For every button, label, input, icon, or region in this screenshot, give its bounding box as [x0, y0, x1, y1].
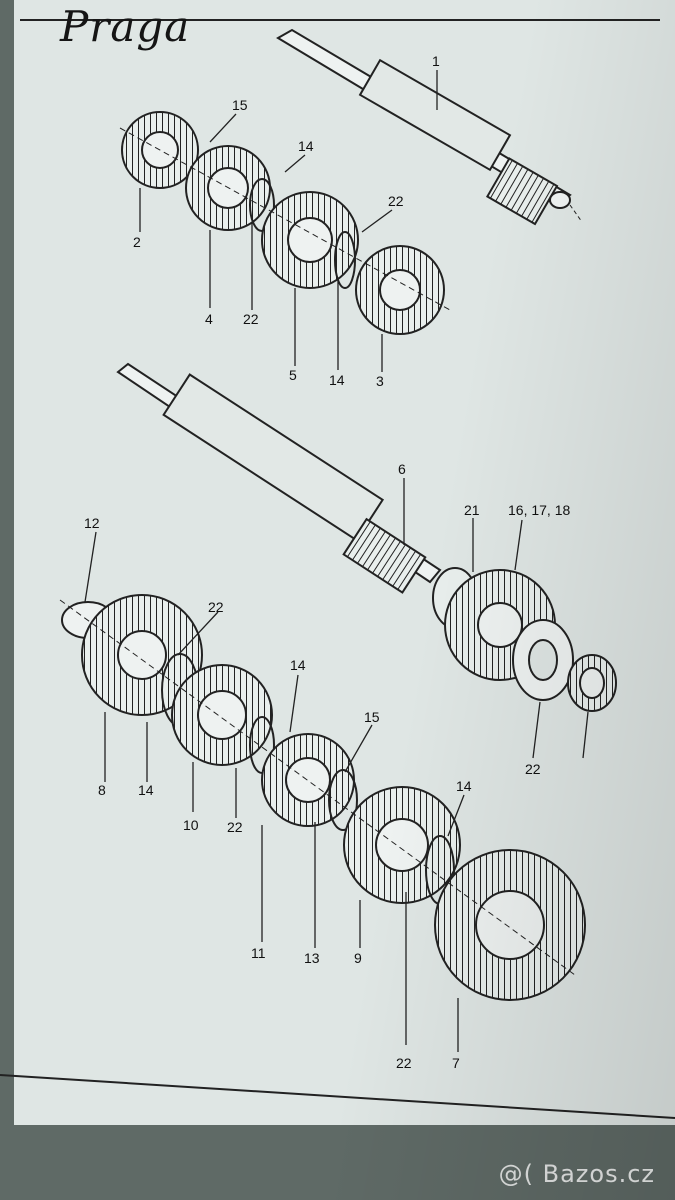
- callout-1: 1: [432, 53, 440, 69]
- callout-7: 7: [452, 1055, 460, 1071]
- callout-19: 21: [464, 502, 480, 518]
- lay-shaft: [116, 362, 442, 594]
- leader-lines: [84, 70, 589, 1052]
- callout-14-lower-c: 14: [456, 778, 472, 794]
- callout-15-upper: 15: [232, 97, 248, 113]
- callout-14-upper-a: 14: [298, 138, 314, 154]
- callout-22-upper-b: 22: [243, 311, 259, 327]
- bottom-frame-line: [0, 1074, 675, 1119]
- callout-12: 12: [84, 515, 100, 531]
- callout-22-lower-a: 22: [208, 599, 224, 615]
- main-shaft: [276, 28, 583, 226]
- callout-14-lower-a: 14: [290, 657, 306, 673]
- callout-3: 3: [376, 373, 384, 389]
- callout-14-lower-b: 14: [138, 782, 154, 798]
- callout-10: 10: [183, 817, 199, 833]
- callout-8: 8: [98, 782, 106, 798]
- callout-14-upper-b: 14: [329, 372, 345, 388]
- callout-20: 22: [525, 761, 541, 777]
- callout-22-upper-a: 22: [388, 193, 404, 209]
- brand-logo: Praga: [60, 2, 191, 51]
- callout-4: 4: [205, 311, 213, 327]
- callout-11: 11: [251, 945, 266, 961]
- callout-15-lower: 15: [364, 709, 380, 725]
- callout-6: 6: [398, 461, 406, 477]
- callout-16-17-18: 16, 17, 18: [508, 502, 570, 518]
- callout-22-lower-b: 22: [227, 819, 243, 835]
- sprocket-group: [432, 567, 617, 712]
- callout-labels: 1 15 14 22 2 4 22 5 14 3 6 21 16, 17, 18…: [84, 53, 570, 1071]
- callout-5: 5: [289, 367, 297, 383]
- watermark: @( Bazos.cz: [498, 1160, 655, 1188]
- callout-2: 2: [133, 234, 141, 250]
- callout-9: 9: [354, 950, 362, 966]
- callout-13: 13: [304, 950, 320, 966]
- lower-gear-cluster: [59, 594, 586, 1001]
- upper-gear-cluster: [119, 111, 451, 335]
- callout-22-lower-c: 22: [396, 1055, 412, 1071]
